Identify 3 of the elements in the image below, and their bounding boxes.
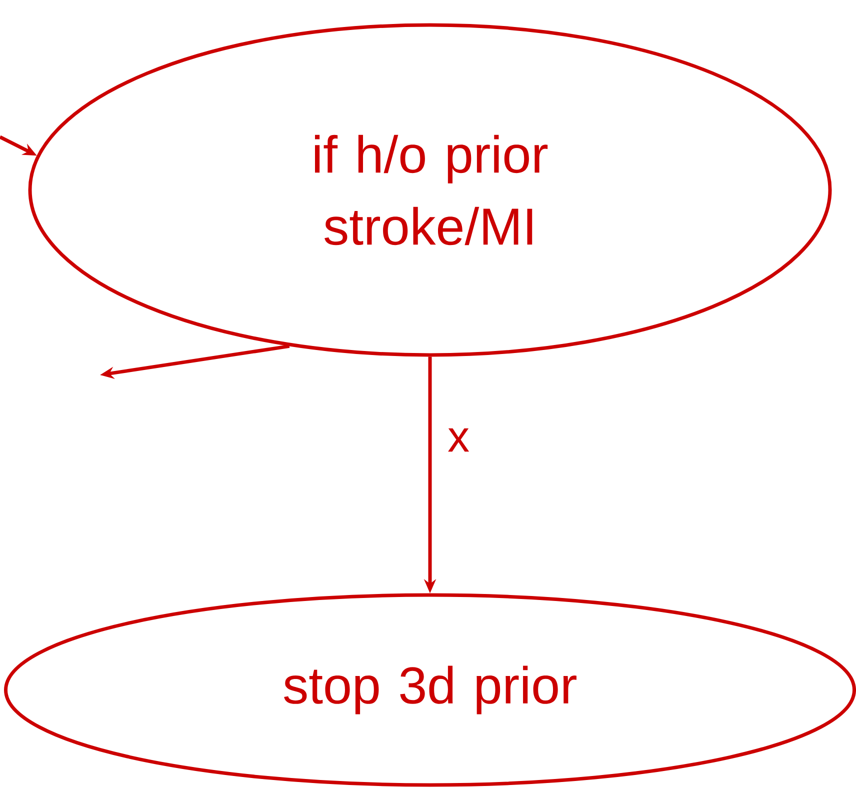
ellipse-node: stop 3d prior [4,593,856,787]
ellipse-node: if h/o prior stroke/MI [28,23,832,357]
edge-label: x [448,428,470,452]
